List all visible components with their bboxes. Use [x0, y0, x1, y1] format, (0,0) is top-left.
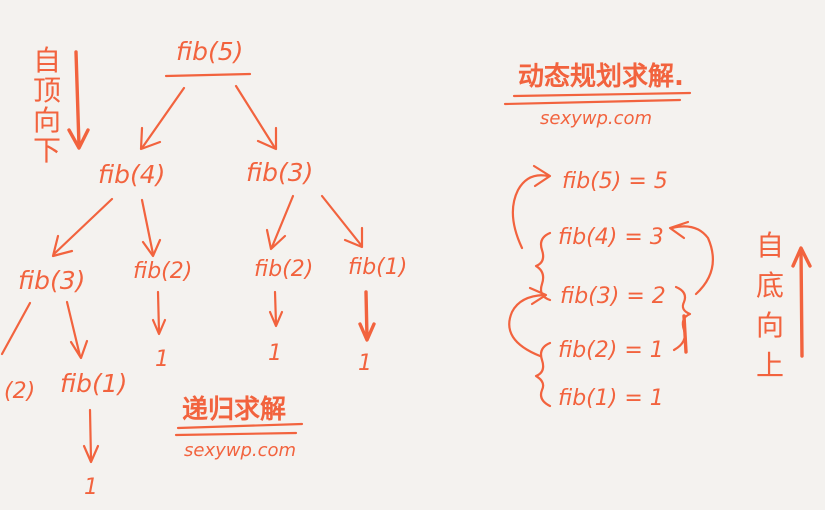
- top-down-char-3: 向: [33, 104, 61, 137]
- dp-row-fib2: fib(2) = 1: [558, 338, 664, 363]
- dp-caption: 动态规划求解.: [518, 61, 684, 92]
- top-down-char-2: 顶: [33, 74, 61, 107]
- dp-curve-arrow-3: [511, 174, 550, 250]
- dp-row-fib3: fib(3) = 2: [560, 284, 666, 309]
- edge-root-right-head: [256, 126, 278, 151]
- root-underline: [164, 72, 252, 78]
- dp-curve-arrow-1: [508, 293, 546, 358]
- top-down-char-1: 自: [33, 44, 61, 77]
- dp-brace-left-top: [534, 231, 552, 302]
- edge-deep-right: [65, 300, 82, 358]
- bottom-up-arrow-head: [791, 246, 812, 268]
- edge-fib3-left-head: [265, 228, 287, 251]
- edge-fib4-left-head: [51, 234, 74, 258]
- edge-fib3-right-head: [343, 226, 364, 249]
- edge-root-left-head: [139, 126, 162, 151]
- leaf-arrow-4: [88, 408, 93, 462]
- dp-curve-arrow-2: [670, 225, 714, 296]
- recursion-caption-underline: [176, 422, 304, 430]
- leaf-arrow-3: [364, 290, 369, 340]
- bottom-up-arrow-shaft: [799, 248, 804, 358]
- tree-node-fib2-b: fib(2): [254, 257, 313, 282]
- dp-brace-right-stem: [682, 314, 688, 354]
- tree-node-fib3-deep: fib(3): [18, 266, 85, 295]
- tree-node-fib3: fib(3): [246, 158, 313, 187]
- edge-deep-left: [0, 301, 32, 356]
- leaf-value-3: 1: [358, 351, 372, 376]
- dp-row-fib4: fib(4) = 3: [558, 225, 664, 250]
- dp-site: sexywp.com: [540, 108, 652, 129]
- edge-fib3-left: [270, 194, 295, 249]
- top-down-arrow-shaft: [74, 50, 81, 148]
- dp-curve-arrow-2-head: [668, 220, 690, 240]
- edge-fib4-right: [140, 198, 155, 256]
- tree-node-fib4: fib(4): [98, 160, 165, 189]
- tree-node-fib2-a: fib(2): [133, 259, 192, 284]
- leaf-value-1: 1: [155, 347, 169, 372]
- dp-curve-arrow-1-head: [528, 286, 548, 306]
- dp-row-fib5: fib(5) = 5: [562, 169, 668, 194]
- leaf-arrow-2: [273, 290, 278, 326]
- recursion-caption-underline-2: [174, 431, 298, 437]
- tree-root: fib(5): [176, 37, 243, 66]
- leaf-arrow-3-head: [358, 322, 376, 342]
- recursion-caption: 递归求解: [182, 394, 286, 425]
- top-down-arrow-head: [67, 128, 90, 150]
- bottom-up-char-2: 底: [756, 269, 784, 302]
- leaf-value-2: 1: [268, 341, 282, 366]
- tree-node-fib1-b: fib(1): [60, 369, 127, 398]
- edge-root-left: [140, 86, 186, 150]
- dp-brace-right: [672, 285, 692, 352]
- dp-caption-underline: [512, 91, 692, 98]
- dp-brace-left-bottom: [534, 341, 552, 408]
- dp-caption-underline-2: [503, 98, 682, 106]
- dp-row-fib1: fib(1) = 1: [558, 386, 664, 411]
- leaf-arrow-1-head: [151, 318, 167, 336]
- leaf-value-4: 1: [84, 475, 98, 500]
- edge-deep-right-head: [69, 339, 89, 360]
- bottom-up-char-4: 上: [756, 349, 784, 382]
- top-down-char-4: 下: [33, 134, 61, 167]
- edge-fib4-left: [52, 197, 114, 256]
- dp-curve-arrow-3-head: [532, 164, 552, 188]
- tree-node-offcanvas: (2): [4, 379, 35, 404]
- edge-fib4-right-head: [141, 238, 162, 258]
- bottom-up-char-3: 向: [756, 309, 784, 342]
- leaf-arrow-1: [156, 290, 161, 334]
- recursion-site: sexywp.com: [184, 440, 296, 461]
- leaf-arrow-4-head: [82, 444, 100, 464]
- bottom-up-char-1: 自: [756, 229, 784, 262]
- tree-node-fib1-a: fib(1): [348, 255, 407, 280]
- edge-fib3-right: [320, 194, 363, 247]
- leaf-arrow-2-head: [268, 310, 284, 328]
- edge-root-right: [234, 84, 277, 150]
